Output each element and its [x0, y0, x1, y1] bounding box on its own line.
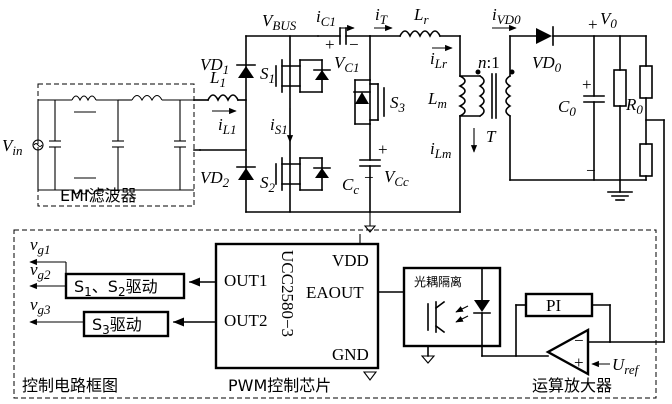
gnd-pin: GND [332, 345, 369, 364]
turns-ratio-label: n:1 [478, 53, 500, 72]
t-label: T [486, 127, 497, 146]
vd0-diode [536, 26, 554, 46]
is1-label: iS1 [270, 115, 288, 137]
c1-capacitor [317, 27, 371, 45]
s3-drive-label: S3驱动 [92, 315, 142, 337]
control-frame [13, 229, 657, 399]
lr-inductor [369, 30, 461, 38]
vg1-label: vg1 [30, 235, 51, 257]
ilr-label: iLr [430, 49, 448, 71]
ground-symbol [607, 179, 633, 201]
ivd0-label: iVD0 [492, 5, 521, 27]
s3-mosfet [353, 79, 385, 125]
it-label: iT [375, 5, 388, 27]
lm-inductor [458, 74, 466, 118]
pwm-chip [214, 242, 380, 370]
opamp-plus: + [574, 353, 584, 372]
cc-minus: − [364, 168, 374, 187]
s1-s2-drive-label: S1、S2驱动 [74, 277, 158, 299]
vd2-label: VD2 [200, 168, 230, 190]
cm-choke-bottom [71, 188, 97, 195]
uref-label: Uref [612, 355, 641, 377]
v0-label: V0 [600, 9, 617, 31]
chip-ground [362, 371, 378, 381]
emi-filter-frame [37, 83, 195, 207]
c0-capacitor [583, 35, 605, 181]
emi-filter-label: EMI滤波器 [60, 186, 137, 205]
c0-plus: + [582, 75, 592, 94]
optocoupler-label: 光耦隔离 [414, 274, 462, 289]
out2-pin: OUT2 [224, 311, 267, 330]
l1-inductor [193, 94, 247, 102]
c0-minus: − [586, 161, 596, 180]
s1-mosfet [275, 59, 331, 93]
transformer [459, 69, 515, 119]
out1-pin: OUT1 [224, 271, 267, 290]
vg3-label: vg3 [30, 295, 51, 317]
optocoupler-internals [427, 267, 491, 347]
vdd-pin: VDD [332, 251, 369, 270]
vbus-label: VBUS [262, 11, 297, 33]
cc-capacitor [359, 123, 381, 213]
opto-ground [420, 355, 436, 364]
r0-label: R0 [625, 95, 643, 117]
emi-filter: EMI滤波器 [32, 83, 195, 207]
s3-label: S3 [390, 93, 406, 115]
control-frame-label: 控制电路框图 [22, 376, 118, 395]
c1-minus: − [349, 35, 359, 54]
opamp-minus: − [574, 331, 584, 350]
eaout-pin: EAOUT [306, 283, 364, 302]
vd2-diode [236, 166, 256, 180]
s3-drive-box [82, 310, 170, 338]
c0-label: C0 [558, 97, 576, 119]
cc-label: Cc [342, 175, 359, 197]
opamp-triangle [545, 327, 590, 377]
s2-mosfet [275, 157, 331, 191]
lm-label: Lm [427, 89, 447, 111]
ilm-label: iLm [430, 139, 451, 161]
chip-caption: PWM控制芯片 [228, 376, 331, 395]
chip-name: UCC2580−3 [278, 250, 297, 337]
vd1-label: VD1 [200, 55, 229, 77]
vg2-label: vg2 [30, 260, 51, 282]
pi-label: PI [546, 296, 561, 315]
opamp-caption: 运算放大器 [532, 376, 612, 395]
l1-label: L1 [209, 68, 226, 90]
cm-choke-top [71, 95, 97, 102]
lr-label: Lr [413, 5, 429, 27]
vd0-label: VD0 [532, 53, 562, 75]
c1-plus: + [325, 35, 335, 54]
vc1-label: VC1 [334, 53, 360, 75]
cc-plus: + [378, 140, 388, 159]
il1-label: iL1 [218, 115, 236, 137]
emi-inductor [131, 94, 163, 102]
s1-s2-drive-box [64, 272, 186, 300]
s2-label: S2 [260, 173, 276, 195]
ic1-label: iC1 [316, 7, 336, 29]
vd1-diode [236, 64, 256, 78]
r0-resistor [613, 35, 627, 181]
vin-label: Vin [2, 136, 23, 158]
feedback-divider [609, 35, 665, 343]
v0-plus: + [588, 15, 598, 34]
s1-label: S1 [260, 64, 275, 86]
vcc-label: VCc [384, 167, 409, 189]
